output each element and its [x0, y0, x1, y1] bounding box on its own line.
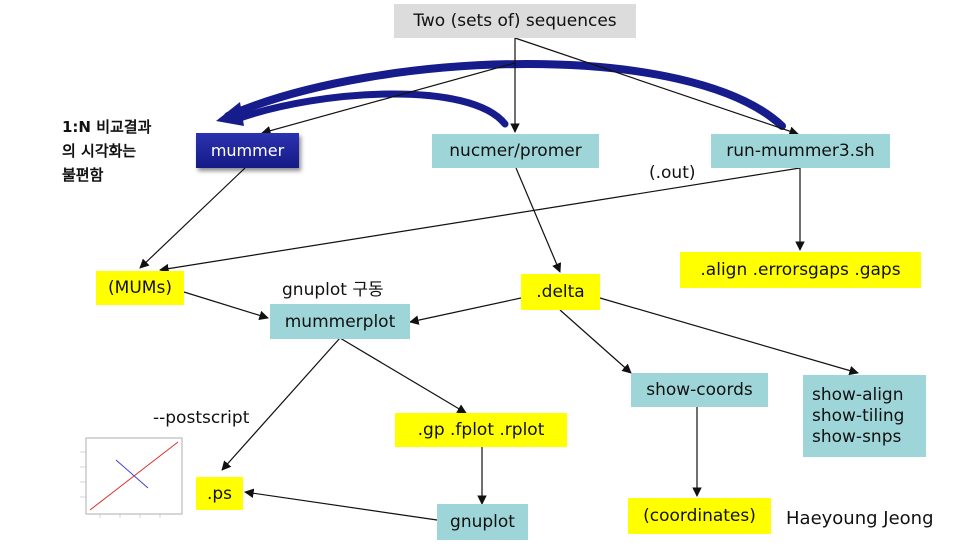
- align-errorsgaps-box: .align .errorsgaps .gaps: [680, 252, 921, 288]
- gnuplot-drive-label: gnuplot 구동: [282, 280, 384, 300]
- author-label: Haeyoung Jeong: [786, 508, 934, 529]
- arrow-delta-to-showgroup: [599, 297, 859, 376]
- curve-run-to-mummer-head: [216, 102, 244, 126]
- gnuplot-box: gnuplot: [437, 504, 528, 540]
- postscript-label: --postscript: [153, 408, 250, 428]
- curve-run-to-mummer: [224, 60, 786, 130]
- nucmer-promer-box: nucmer/promer: [432, 134, 599, 168]
- coordinates-box: (coordinates): [628, 498, 771, 534]
- arrow-input-to-mummer: [261, 62, 516, 136]
- show-align-label: show-align: [812, 384, 904, 405]
- korean-note-line-1: 1:N 비교결과: [62, 118, 152, 136]
- input-sequences-box: Two (sets of) sequences: [394, 4, 636, 38]
- show-tiling-label: show-tiling: [812, 405, 905, 426]
- delta-box: .delta: [521, 274, 600, 310]
- arrow-gnuplot-to-ps: [244, 488, 438, 521]
- mummerplot-box: mummerplot: [270, 304, 410, 339]
- curve-nucmer-to-mummer: [236, 90, 509, 128]
- show-group-box: show-align show-tiling show-snps: [803, 375, 926, 457]
- arrow-delta-to-showcoords: [559, 309, 632, 374]
- korean-note-line-3: 불편함: [62, 166, 104, 184]
- arrow-nucmer-to-delta: [515, 167, 562, 273]
- arrow-mummerplot-to-ps: [221, 337, 341, 471]
- curved-arrows: [216, 60, 786, 130]
- arrow-mummerplot-to-gp: [339, 337, 467, 414]
- korean-note-line-2: 의 시각화는: [62, 142, 137, 160]
- mummer-box: mummer: [196, 133, 299, 168]
- arrow-delta-to-mummerplot: [409, 297, 522, 325]
- korean-note: 1:N 비교결과 의 시각화는 불편함: [62, 115, 151, 187]
- show-snps-label: show-snps: [812, 426, 902, 447]
- out-label: (.out): [649, 163, 696, 183]
- dotplot-thumbnail: [80, 437, 183, 518]
- arrow-mummer-to-mums: [139, 167, 246, 269]
- thumbnail-reverse-match: [115, 459, 149, 489]
- mums-box: (MUMs): [96, 271, 184, 305]
- arrow-mums-to-mummerplot: [183, 291, 269, 321]
- show-coords-box: show-coords: [631, 373, 768, 407]
- arrow-run-to-mums: [159, 167, 801, 274]
- ps-box: .ps: [196, 477, 243, 510]
- gp-fplot-rplot-box: .gp .fplot .rplot: [395, 413, 567, 447]
- arrow-input-to-run: [514, 37, 799, 136]
- run-mummer3-box: run-mummer3.sh: [711, 134, 890, 168]
